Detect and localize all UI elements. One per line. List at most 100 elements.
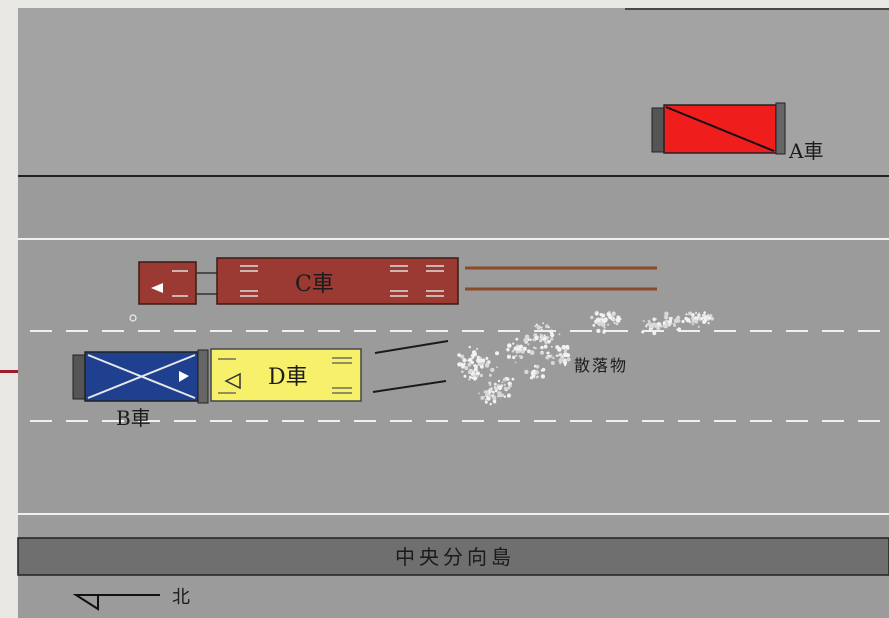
debris-particle: [497, 385, 503, 391]
debris-particle: [529, 338, 532, 341]
debris-particle: [492, 400, 497, 404]
debris-particle: [652, 317, 656, 322]
debris-particle: [541, 328, 543, 331]
debris-particle: [475, 347, 479, 351]
debris-particle: [550, 337, 554, 341]
debris-particle: [612, 318, 615, 321]
debris-particle: [615, 322, 619, 326]
debris-particle: [472, 357, 474, 360]
debris-particle: [502, 378, 507, 382]
debris-particle: [707, 322, 710, 325]
car-a: [651, 102, 786, 155]
debris-particle: [673, 318, 679, 324]
debris-particle: [559, 362, 562, 365]
debris-particle: [648, 323, 652, 327]
debris-particle: [478, 392, 480, 395]
debris-particle: [481, 358, 486, 363]
debris-particle: [710, 316, 714, 321]
debris-particle: [480, 364, 484, 369]
debris-particle: [542, 336, 547, 341]
debris-particle: [609, 316, 613, 319]
cross-icon: [665, 106, 775, 152]
debris-particle: [655, 318, 658, 320]
debris-particle: [668, 320, 672, 324]
debris-particle: [545, 342, 548, 345]
debris-particle: [592, 324, 596, 327]
debris-particle: [540, 369, 543, 372]
debris-particle: [475, 371, 480, 376]
debris-particle: [561, 345, 567, 350]
car-b-label: B車: [116, 406, 151, 430]
debris-particle: [481, 364, 484, 366]
debris-particle: [499, 393, 504, 398]
debris-scatter: [457, 310, 714, 406]
debris-particle: [550, 345, 553, 348]
debris-particle: [488, 381, 492, 385]
debris-particle: [484, 390, 489, 395]
debris-particle: [468, 370, 473, 374]
debris-particle: [707, 316, 710, 320]
debris-particle: [515, 354, 518, 357]
debris-particle: [603, 317, 608, 322]
debris-particle: [534, 325, 537, 328]
debris-particle: [550, 361, 555, 365]
debris-particle: [468, 357, 473, 363]
debris-particle: [645, 325, 648, 328]
truck-c: [138, 257, 459, 305]
debris-particle: [467, 362, 472, 367]
debris-particle: [595, 312, 599, 316]
debris-particle: [468, 375, 472, 379]
debris-particle: [673, 323, 677, 327]
debris-particle: [540, 351, 544, 355]
debris-particle: [703, 318, 708, 323]
debris-particle: [540, 326, 543, 329]
debris-particle: [479, 356, 482, 359]
debris-particle: [492, 395, 497, 400]
debris-particle: [681, 319, 685, 324]
debris-particle: [543, 334, 546, 337]
debris-particle: [647, 319, 650, 323]
debris-particle: [557, 347, 562, 352]
debris-particle: [684, 316, 688, 321]
debris-particle: [462, 358, 467, 363]
cross-icon: [87, 354, 196, 399]
north-label: 北: [172, 587, 190, 608]
debris-particle: [507, 343, 512, 348]
debris-particle: [485, 356, 489, 360]
debris-particle: [486, 396, 491, 401]
debris-particle: [700, 317, 704, 321]
debris-particle: [512, 342, 515, 345]
debris-particle: [547, 351, 550, 354]
debris-particle: [494, 382, 497, 386]
debris-particle: [503, 395, 506, 398]
debris-particle: [545, 355, 550, 360]
debris-particle: [595, 317, 601, 323]
debris-particle: [662, 324, 667, 328]
debris-particle: [607, 323, 610, 326]
debris-particle: [534, 347, 537, 350]
debris-particle: [506, 354, 511, 359]
debris-particle: [488, 391, 491, 393]
debris-particle: [519, 355, 521, 358]
debris-particle: [460, 354, 465, 359]
debris-particle: [677, 327, 681, 332]
debris-particle: [472, 376, 478, 381]
debris-particle: [552, 356, 555, 360]
debris-particle: [539, 336, 542, 339]
debris-particle: [484, 399, 487, 401]
debris-particle: [477, 375, 479, 378]
debris-particle: [703, 311, 706, 314]
debris-particle: [691, 323, 695, 326]
debris-particle: [652, 331, 657, 336]
skid-marks-c: [465, 266, 657, 291]
debris-particle: [503, 383, 506, 386]
debris-particle: [547, 339, 551, 344]
debris-particle: [476, 358, 481, 363]
debris-particle: [473, 352, 477, 357]
debris-particle: [484, 363, 490, 368]
debris-particle: [608, 310, 611, 313]
debris-fragment: [129, 314, 137, 322]
debris-particle: [487, 394, 491, 398]
debris-particle: [460, 364, 466, 369]
